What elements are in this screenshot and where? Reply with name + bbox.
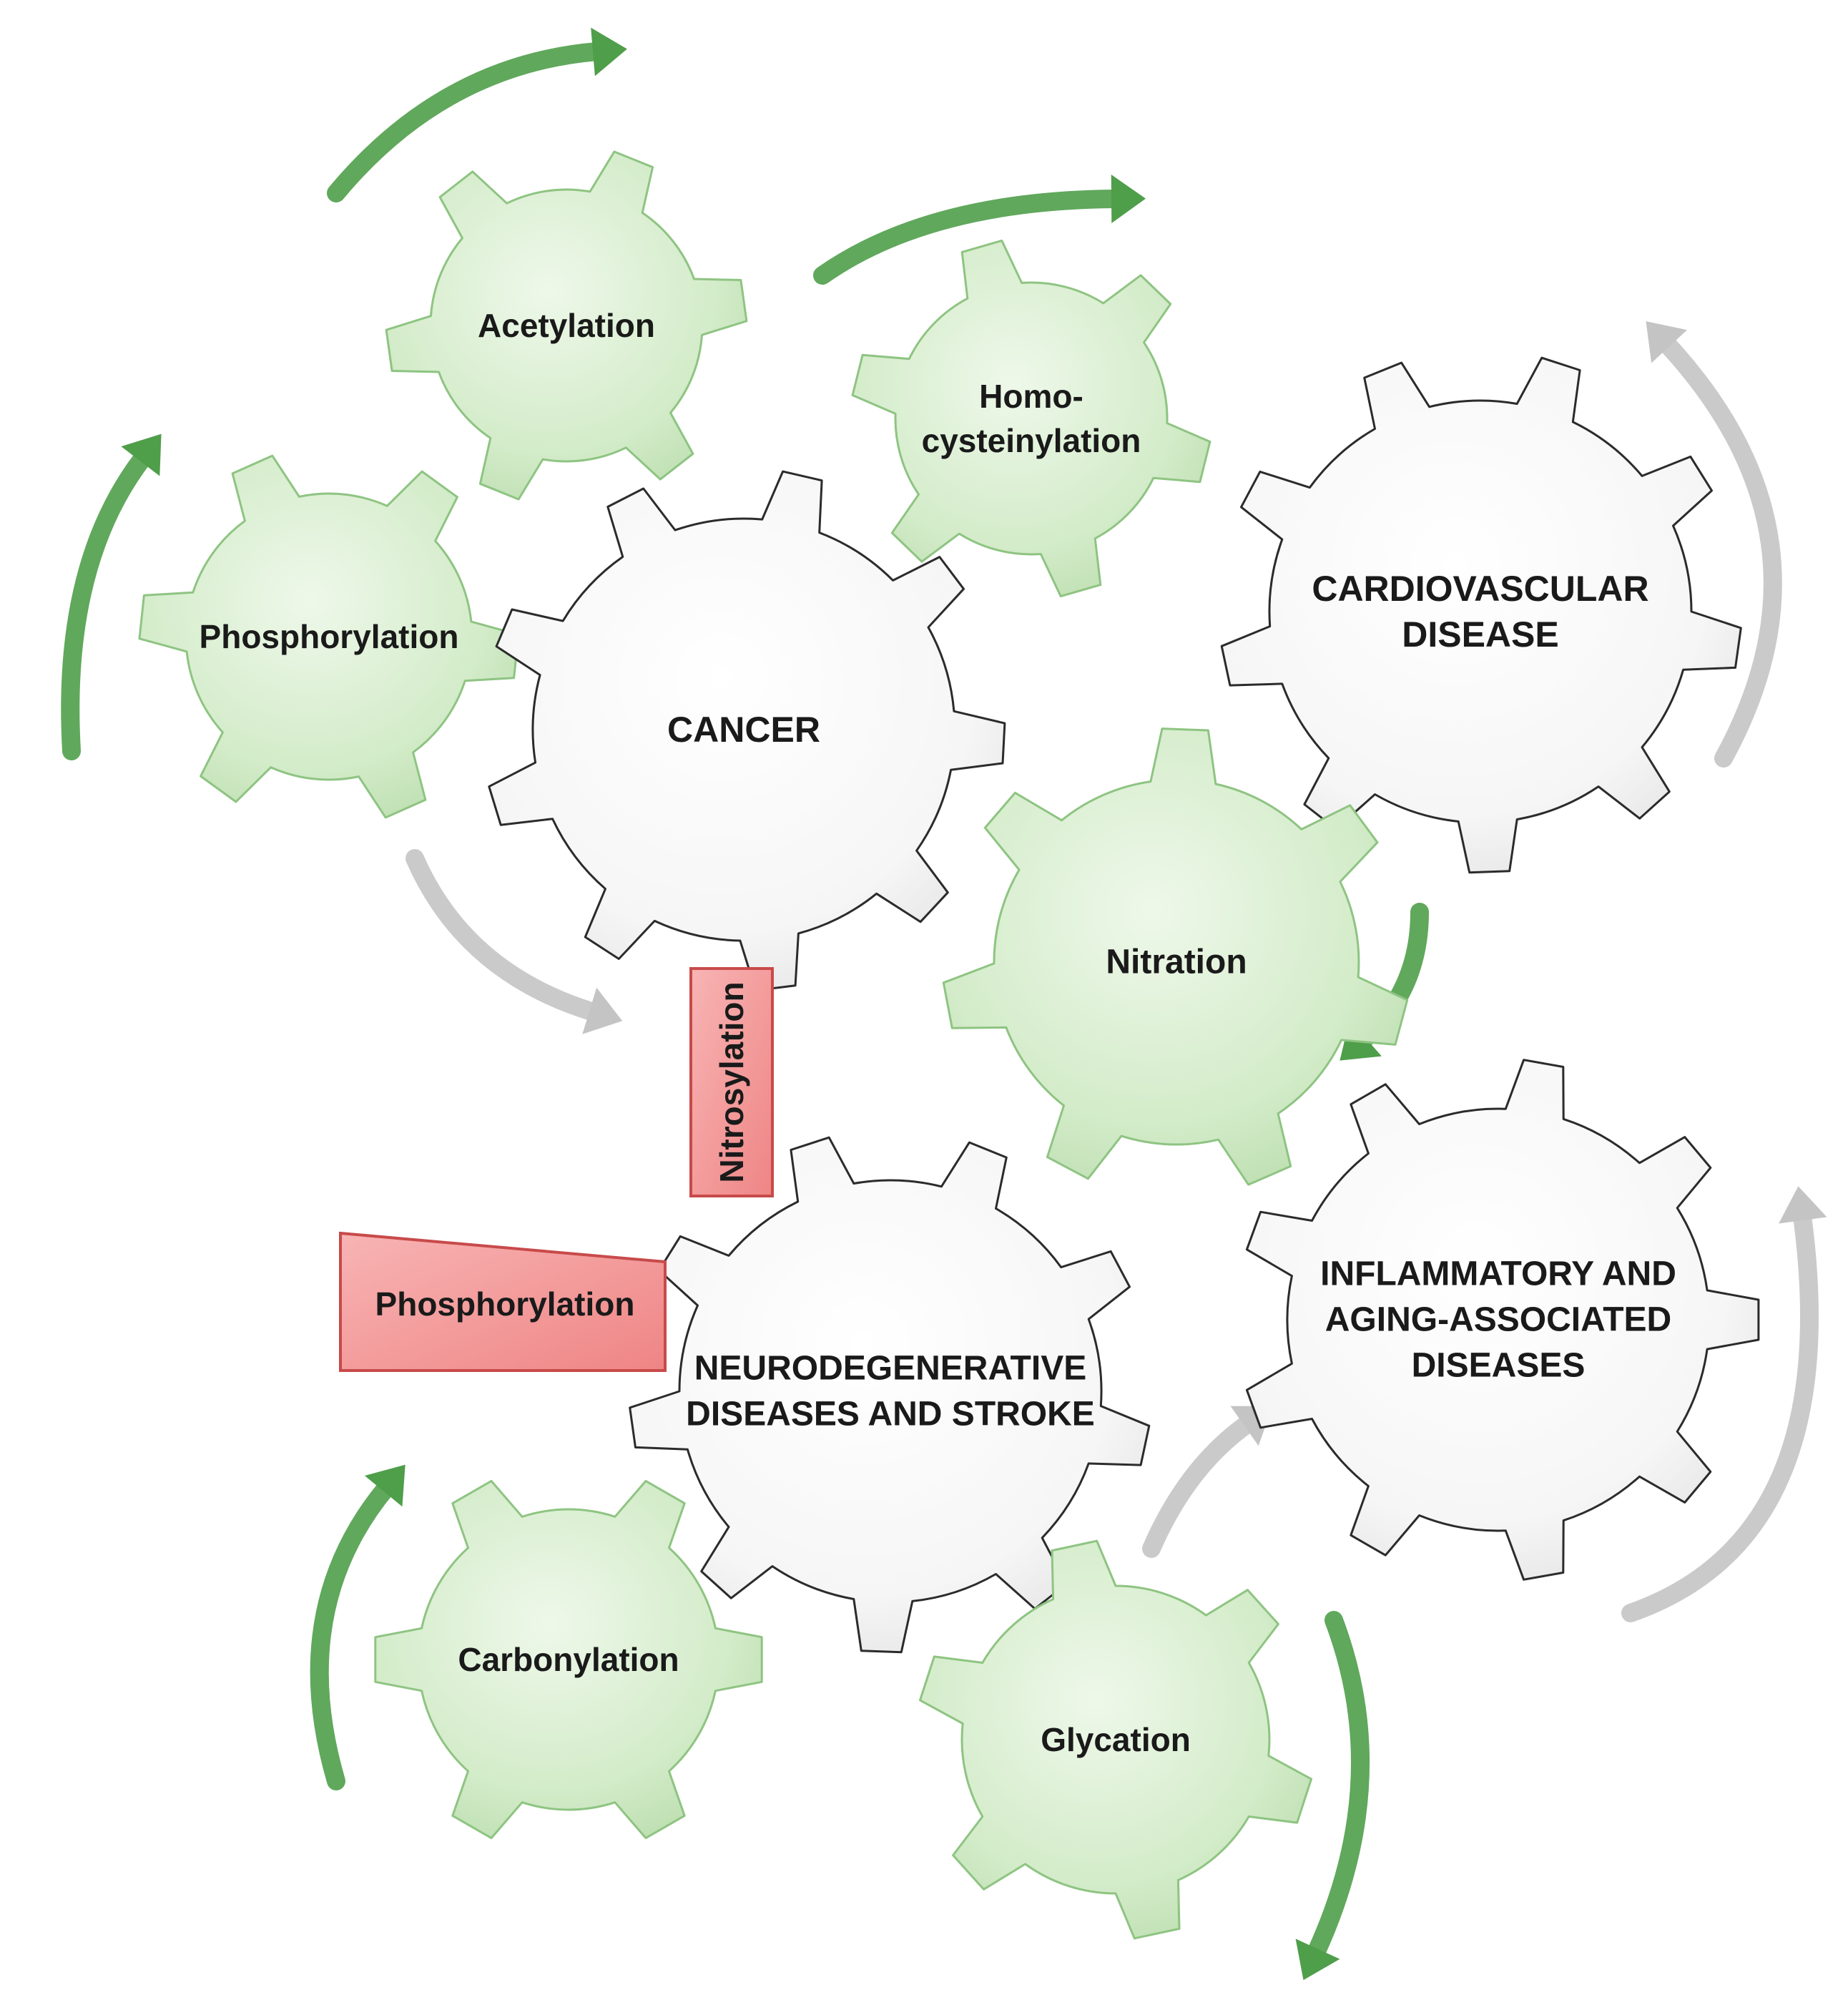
- gear-label-acetylation-0: Acetylation: [478, 307, 655, 344]
- arrow-homocysteinylation-icon: [813, 175, 1146, 285]
- arrow-glycation-down-icon: [1295, 1611, 1370, 1981]
- gear-icon: [385, 150, 748, 501]
- arrow-shaft: [310, 1479, 395, 1790]
- arrow-shaft: [406, 849, 603, 1021]
- gear-label-nitration-0: Nitration: [1106, 943, 1247, 981]
- arrow-shaft: [813, 190, 1125, 285]
- gear-icon: [851, 239, 1211, 598]
- arrow-cardiovascular-icon: [1646, 321, 1782, 768]
- arrowhead: [364, 1464, 406, 1507]
- gear-cardiovascular: CARDIOVASCULAR DISEASE: [1220, 356, 1742, 874]
- gear-label-homocysteinylation-1: cysteinylation: [922, 422, 1141, 459]
- gear-label-inflammatory-2: DISEASES: [1412, 1347, 1586, 1385]
- gear-phosphorylation_top: Phosphorylation: [138, 454, 520, 819]
- arrow-shaft: [1142, 1414, 1257, 1558]
- gear-icon: [138, 454, 520, 819]
- arrowhead: [591, 27, 627, 77]
- arrowhead: [582, 987, 623, 1034]
- arrow-inflammatory-icon: [1621, 1186, 1827, 1622]
- gear-glycation: Glycation: [919, 1539, 1312, 1940]
- arrowhead: [121, 433, 162, 476]
- arrow-glycation-up-icon: [1142, 1406, 1273, 1558]
- gear-icon: [1220, 356, 1742, 874]
- arrow-shaft: [1307, 1611, 1370, 1962]
- gear-neurodegenerative: NEURODEGENERATIVE DISEASES AND STROKE: [629, 1136, 1151, 1654]
- arrow-carbonylation-icon: [310, 1464, 406, 1790]
- gear-cancer: CANCER: [488, 470, 1006, 992]
- phosphorylation-box-label: Phosphorylation: [375, 1285, 635, 1323]
- phosphorylation-box: Phosphorylation: [339, 1231, 667, 1372]
- gear-icon: [942, 727, 1409, 1186]
- gear-icon: [1245, 1059, 1760, 1581]
- gear-label-inflammatory-0: INFLAMMATORY AND: [1320, 1255, 1676, 1293]
- arrow-layer: [61, 27, 1827, 1981]
- arrow-shaft: [1621, 1207, 1819, 1622]
- arrow-acetylation-icon: [327, 27, 627, 202]
- arrow-phosphorylation-icon: [61, 433, 162, 760]
- gear-label-phosphorylation_top-0: Phosphorylation: [200, 618, 459, 655]
- arrowhead: [1111, 175, 1146, 224]
- gear-label-cardiovascular-1: DISEASE: [1402, 614, 1559, 655]
- arrowhead: [1295, 1938, 1340, 1981]
- gear-layer: AcetylationHomo-cysteinylationPhosphoryl…: [138, 150, 1760, 1940]
- arrow-shaft: [61, 449, 152, 760]
- gear-label-glycation-0: Glycation: [1041, 1721, 1191, 1758]
- gear-label-neurodegenerative-1: DISEASES AND STROKE: [686, 1396, 1095, 1433]
- gear-icon: [919, 1539, 1312, 1940]
- gear-label-cancer-0: CANCER: [667, 710, 820, 750]
- gear-carbonylation: Carbonylation: [374, 1479, 763, 1840]
- arrowhead: [1779, 1186, 1827, 1224]
- nitrosylation-label: Nitrosylation: [713, 981, 750, 1182]
- arrow-shaft: [327, 42, 606, 202]
- gear-icon: [374, 1479, 763, 1840]
- gear-icon: [488, 470, 1006, 992]
- arrow-shaft: [1657, 334, 1782, 768]
- gear-icon: [629, 1136, 1151, 1654]
- gear-label-carbonylation-0: Carbonylation: [458, 1641, 679, 1678]
- arrow-cancer-icon: [406, 849, 623, 1034]
- gear-inflammatory: INFLAMMATORY AND AGING-ASSOCIATED DISEASES: [1245, 1059, 1760, 1581]
- arrowhead: [1646, 321, 1688, 363]
- gear-label-neurodegenerative-0: NEURODEGENERATIVE: [694, 1350, 1087, 1388]
- gear-nitration: Nitration: [942, 727, 1409, 1186]
- gear-homocysteinylation: Homo-cysteinylation: [851, 239, 1211, 598]
- gear-label-homocysteinylation-0: Homo-: [979, 378, 1083, 415]
- gear-acetylation: Acetylation: [385, 150, 748, 501]
- nitrosylation-box: Nitrosylation: [689, 967, 774, 1197]
- gear-label-inflammatory-1: AGING-ASSOCIATED: [1325, 1301, 1671, 1339]
- gear-label-cardiovascular-0: CARDIOVASCULAR: [1312, 569, 1648, 609]
